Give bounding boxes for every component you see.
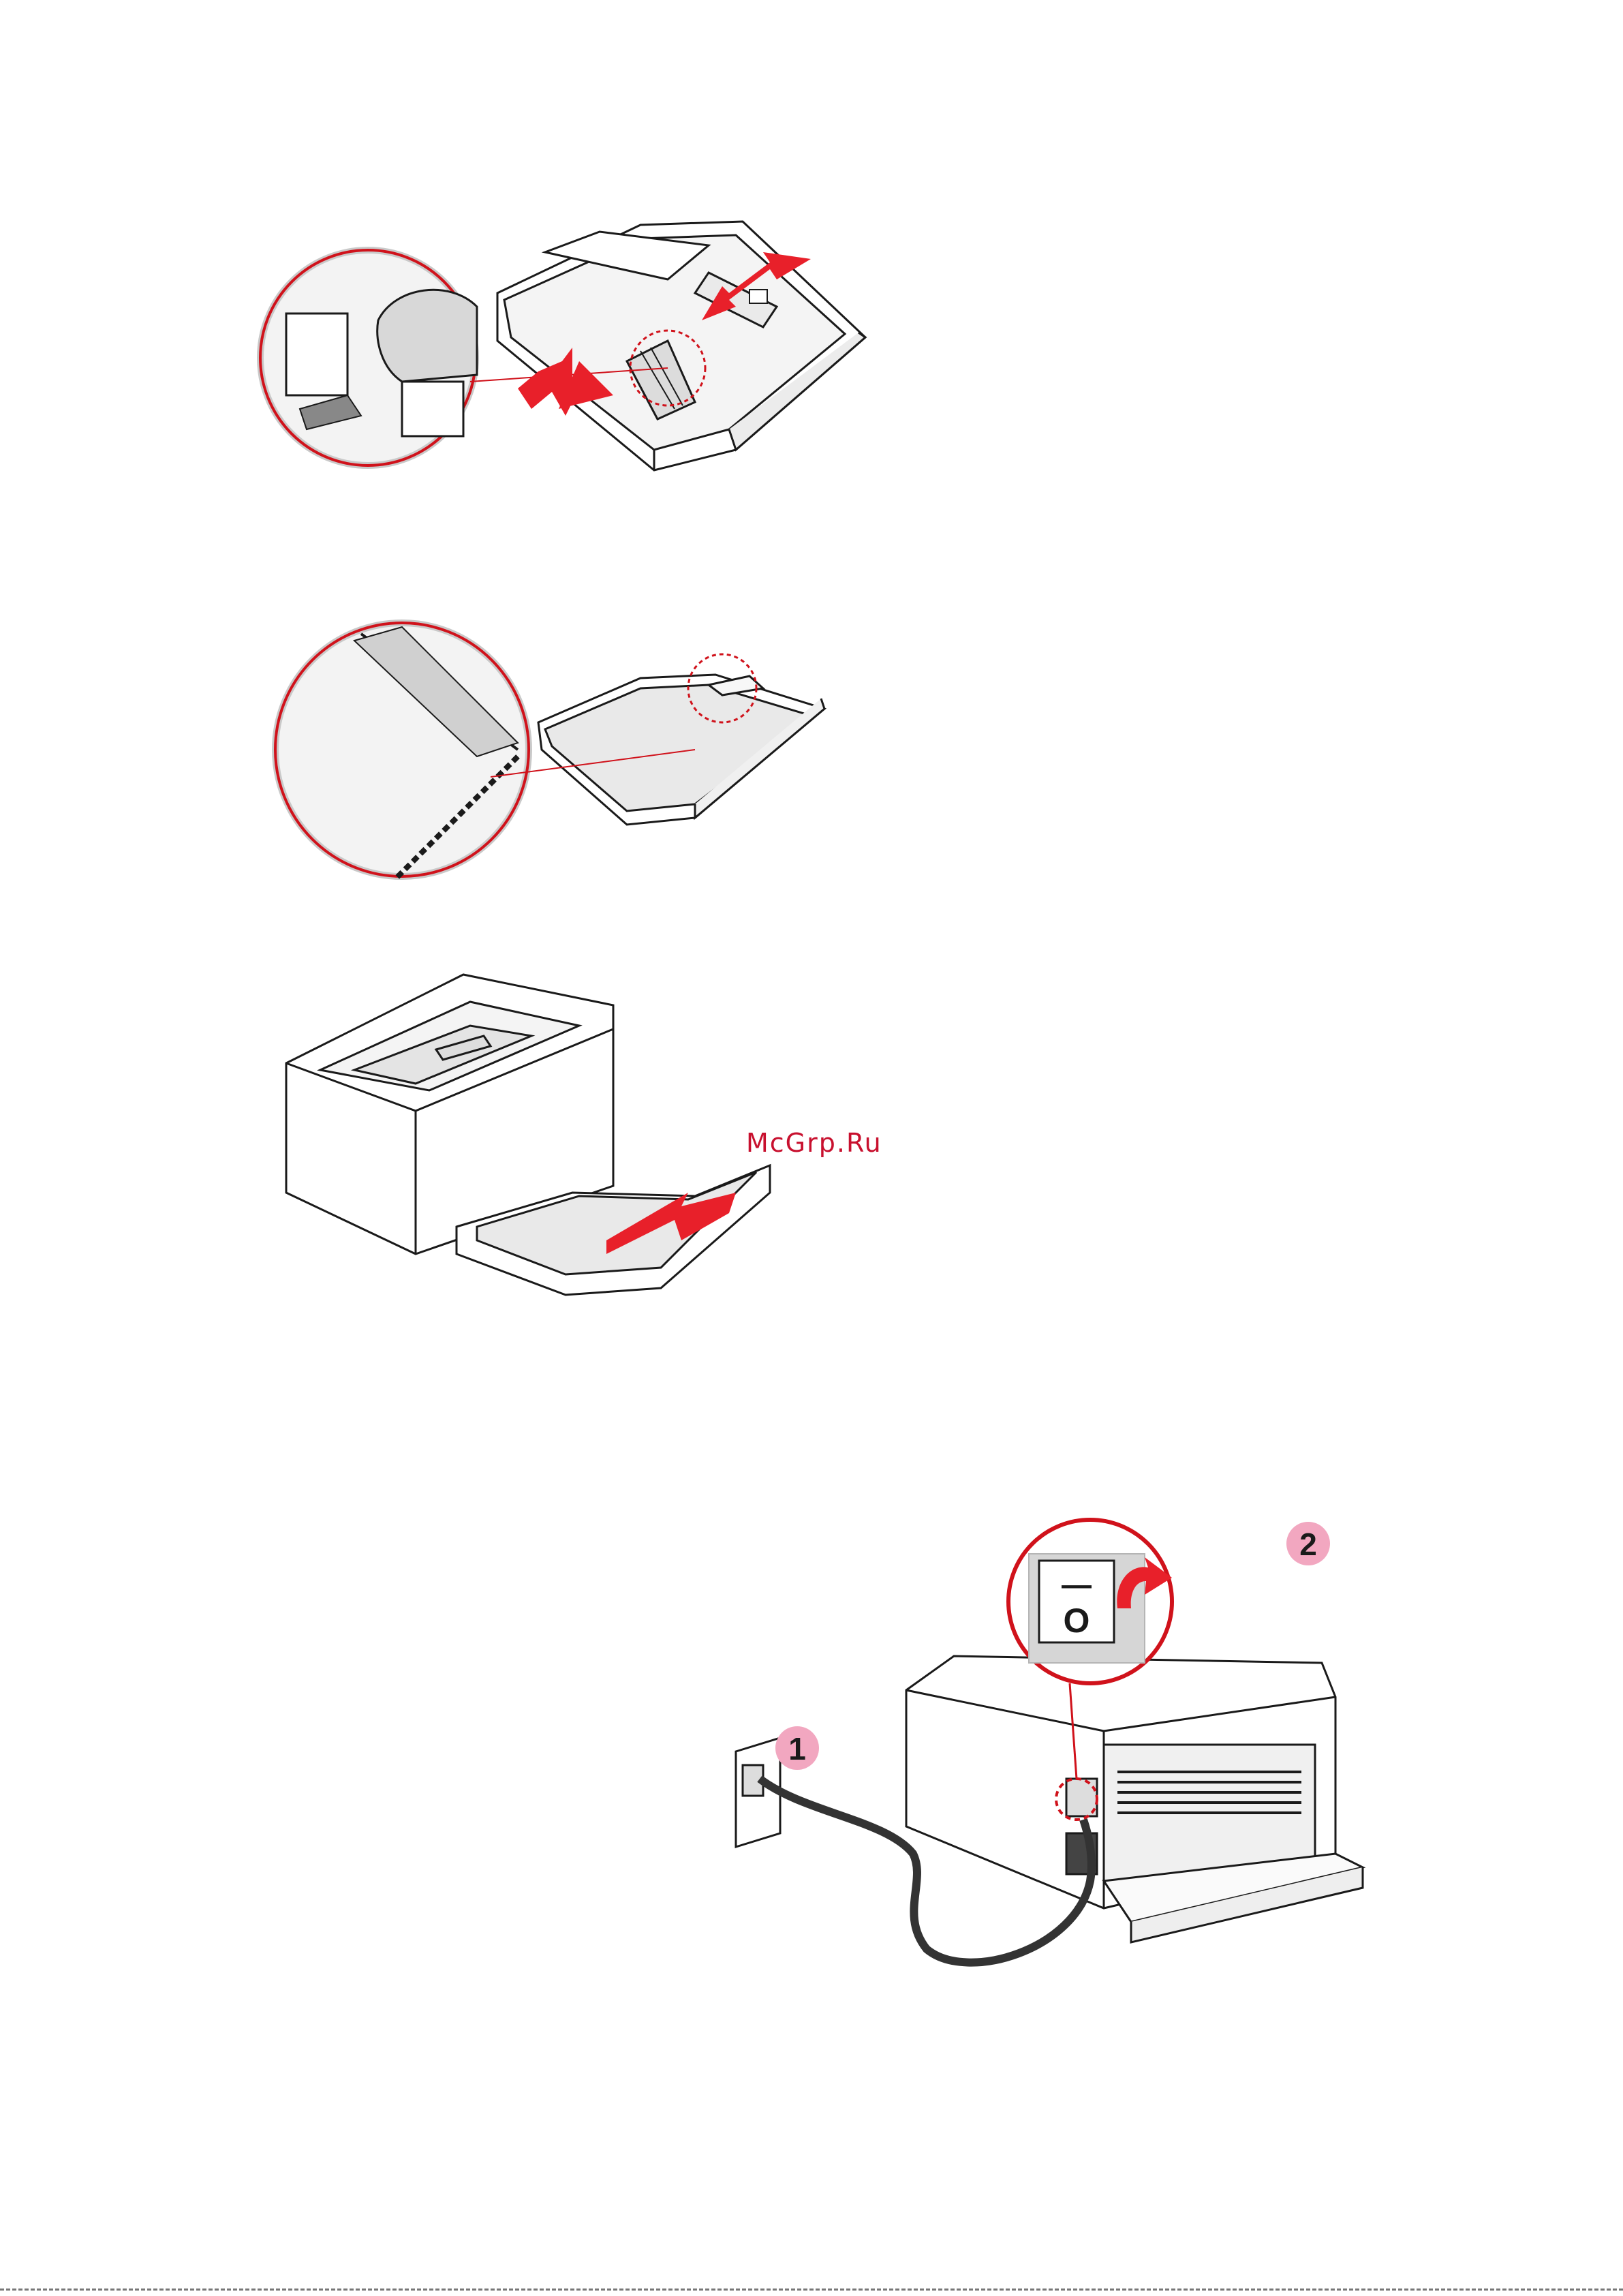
figure-insert-tray-into-printer [279, 968, 784, 1315]
printer-icon [906, 1656, 1363, 1942]
figure-paper-loaded-tray [273, 613, 845, 886]
paper-tray-icon [538, 675, 824, 825]
figure-tray-guide-adjust [259, 204, 886, 491]
switch-off-symbol: O [1064, 1602, 1090, 1640]
watermark: McGrp.Ru [746, 1128, 882, 1158]
step-badge-2: 2 [1286, 1522, 1330, 1565]
step-number-1: 1 [788, 1731, 806, 1766]
footer-rule [0, 2289, 1623, 2291]
step-badge-1: 1 [775, 1726, 819, 1770]
switch-on-symbol: — [1062, 1568, 1092, 1602]
paper-tray-icon [497, 221, 865, 470]
step-number-2: 2 [1299, 1527, 1317, 1562]
figure-power-connection: — O 1 2 [722, 1499, 1376, 1976]
